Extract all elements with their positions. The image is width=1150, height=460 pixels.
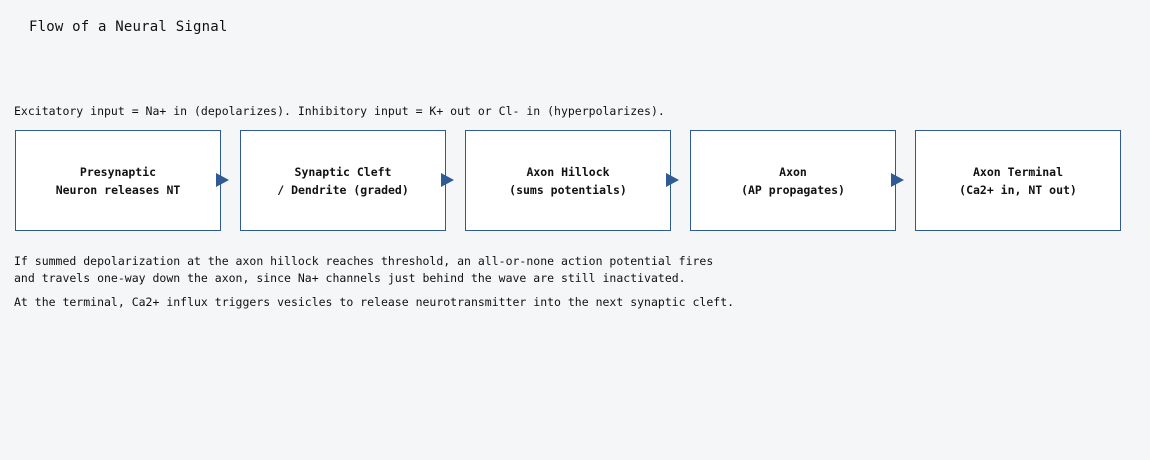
step-title: Presynaptic: [79, 164, 157, 179]
step-axon-hillock: Axon Hillock (sums potentials): [465, 130, 671, 231]
signal-flow-diagram: Presynaptic Neuron releases NT Synaptic …: [15, 130, 1125, 231]
step-presynaptic-neuron: Presynaptic Neuron releases NT: [15, 130, 221, 231]
threshold-note: If summed depolarization at the axon hil…: [14, 253, 713, 287]
intro-text: Excitatory input = Na+ in (depolarizes).…: [14, 104, 665, 118]
arrow-right-icon: [666, 173, 679, 187]
threshold-note-line: If summed depolarization at the axon hil…: [14, 254, 714, 268]
step-subtitle: / Dendrite (graded): [277, 182, 409, 197]
page-title: Flow of a Neural Signal: [29, 19, 228, 35]
step-synaptic-cleft: Synaptic Cleft / Dendrite (graded): [240, 130, 446, 231]
threshold-note-line: and travels one-way down the axon, since…: [14, 271, 686, 285]
step-title: Axon Hillock: [526, 164, 610, 179]
step-axon-terminal: Axon Terminal (Ca2+ in, NT out): [915, 130, 1121, 231]
arrow-right-icon: [891, 173, 904, 187]
step-subtitle: (AP propagates): [741, 182, 845, 197]
arrow-right-icon: [441, 173, 454, 187]
step-subtitle: (Ca2+ in, NT out): [959, 182, 1077, 197]
step-subtitle: (sums potentials): [509, 182, 627, 197]
step-subtitle: Neuron releases NT: [55, 182, 181, 197]
terminal-note: At the terminal, Ca2+ influx triggers ve…: [14, 295, 735, 309]
step-title: Synaptic Cleft: [294, 164, 392, 179]
step-axon: Axon (AP propagates): [690, 130, 896, 231]
step-title: Axon: [779, 164, 807, 179]
arrow-right-icon: [216, 173, 229, 187]
step-title: Axon Terminal: [972, 164, 1063, 179]
